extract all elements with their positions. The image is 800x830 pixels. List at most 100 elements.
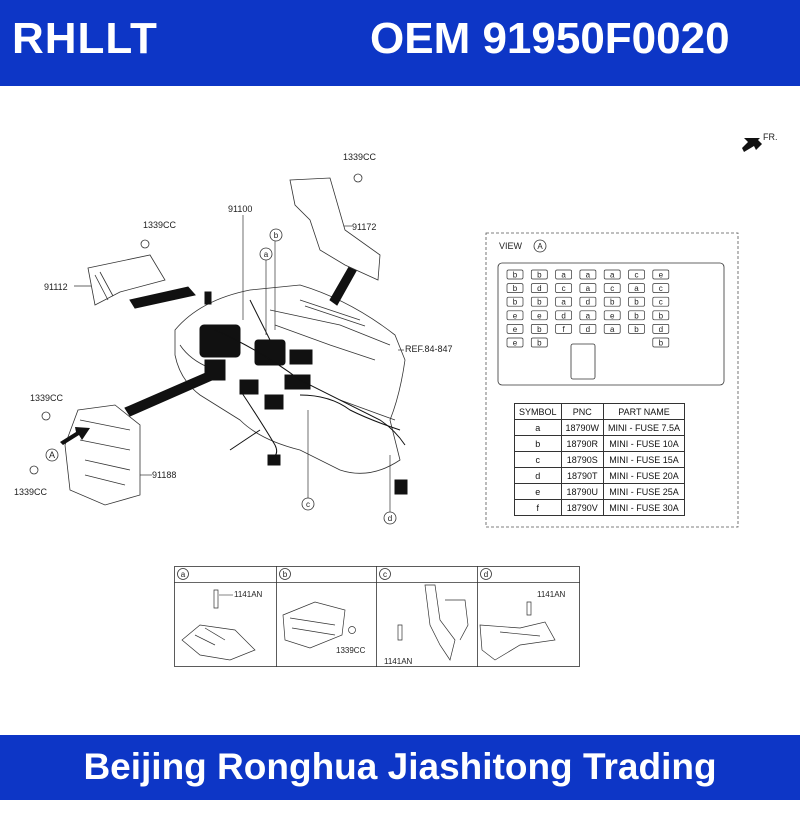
col-part-name: PART NAME	[603, 403, 686, 420]
fuse-slot	[579, 310, 597, 321]
wiring-harness	[124, 259, 408, 495]
view-title: VIEW	[499, 241, 523, 251]
detail-d: d 1141AN	[479, 568, 566, 661]
label-91112: 91112	[44, 282, 68, 292]
fuse-slot	[506, 324, 524, 334]
arrow-a-label: A	[49, 450, 55, 460]
fuse-slot	[530, 337, 548, 348]
fuse-slot	[628, 324, 645, 334]
detail-a-label: 1141AN	[234, 590, 263, 599]
fuse-slot-label: b	[634, 298, 639, 307]
brand-name: RHLLT	[12, 14, 158, 63]
col-pnc: PNC	[560, 403, 605, 420]
bolt-icon	[397, 624, 403, 641]
fuse-slot	[530, 324, 548, 334]
fuse-slot-label: b	[659, 311, 664, 320]
fuse-slot	[652, 296, 670, 307]
callout-b: b	[269, 228, 283, 242]
fuse-slot-label: a	[634, 284, 639, 293]
label-91100: 91100	[228, 204, 252, 214]
fuse-slot-label: d	[586, 298, 590, 307]
fuse-slot-label: e	[513, 325, 518, 334]
fuse-slot	[603, 324, 621, 334]
view-circle-label: A	[537, 242, 543, 251]
detail-b: b 1339CC	[279, 568, 366, 655]
leader-lines	[74, 215, 404, 512]
svg-text:b: b	[274, 231, 279, 240]
detail-d-label: 1141AN	[537, 590, 566, 599]
view-a-panel	[485, 232, 739, 528]
fuse-slot	[579, 324, 597, 334]
fuse-slot	[555, 269, 572, 280]
fuse-slot	[555, 310, 572, 321]
bracket-91112	[87, 239, 166, 306]
view-a-arrow-icon: A	[45, 427, 90, 462]
bolt-icon	[213, 589, 219, 609]
fuse-slot	[652, 337, 670, 348]
fuse-slot	[628, 296, 645, 307]
fuse-slot-label: a	[586, 284, 591, 293]
fuse-slot-label: e	[610, 311, 615, 320]
label-1339cc-bottom: 1339CC	[14, 487, 48, 497]
fuse-slot	[530, 269, 548, 280]
svg-text:c: c	[306, 500, 310, 509]
label-1339cc-left: 1339CC	[143, 220, 177, 230]
fuse-slot	[506, 283, 524, 293]
fuse-slot-label: e	[537, 311, 542, 320]
fuse-slot	[555, 324, 572, 334]
svg-text:a: a	[264, 250, 269, 259]
fuse-slot	[628, 283, 645, 293]
fuse-slot-label: f	[562, 325, 565, 334]
label-1339cc-top: 1339CC	[343, 152, 377, 162]
svg-text:d: d	[388, 514, 392, 523]
fuse-slot	[652, 283, 670, 293]
fuse-slot-label: e	[513, 311, 518, 320]
fuse-slot	[530, 283, 548, 293]
wiring-diagram: FR.	[14, 132, 778, 528]
fuse-slot-label: b	[513, 271, 518, 280]
callout-d: d	[383, 511, 397, 525]
fuse-slot-label: c	[659, 298, 663, 307]
fuse-slot	[652, 310, 670, 321]
fuse-slot-label: b	[513, 298, 518, 307]
company-name: Beijing Ronghua Jiashitong Trading compa…	[83, 746, 717, 829]
fuse-slot-label: a	[610, 325, 615, 334]
callout-c: c	[301, 497, 315, 511]
fuse-slot-label: a	[586, 271, 591, 280]
detail-a: a 1141AN	[177, 568, 263, 661]
view-circle	[533, 239, 547, 253]
front-arrow-icon: FR.	[742, 132, 778, 152]
fuse-slot	[555, 296, 572, 307]
fuse-slot	[652, 269, 670, 280]
fuse-slot	[506, 337, 524, 348]
fuse-slot	[506, 269, 524, 280]
nut-icon	[348, 626, 356, 634]
fuse-slot-label: e	[513, 339, 518, 348]
callout-a: a	[259, 247, 273, 261]
fuse-slot	[603, 283, 621, 293]
fuse-slot	[628, 310, 645, 321]
fuse-slot-label: b	[513, 284, 518, 293]
fuse-table-header: SYMBOL PNC PART NAME	[514, 403, 686, 420]
fuse-box-relay	[570, 343, 596, 380]
fuse-slot-label: b	[659, 339, 664, 348]
svg-text:c: c	[383, 570, 387, 579]
fuse-slot	[530, 310, 548, 321]
bracket-91172	[289, 173, 381, 281]
fuse-slot-label: c	[659, 284, 663, 293]
fuse-slot-label: a	[561, 271, 566, 280]
detail-panels: a 1141AN b 1339CC c 1141AN d 1141AN	[174, 566, 580, 667]
label-91188: 91188	[152, 470, 176, 480]
fuse-slot-label: e	[659, 271, 664, 280]
fuse-slot-label: d	[659, 325, 663, 334]
fuse-slot-label: c	[610, 284, 614, 293]
fuse-slot	[506, 310, 524, 321]
fuse-slot-label: b	[634, 311, 639, 320]
fuse-slot	[506, 296, 524, 307]
label-1339cc-mid: 1339CC	[30, 393, 64, 403]
